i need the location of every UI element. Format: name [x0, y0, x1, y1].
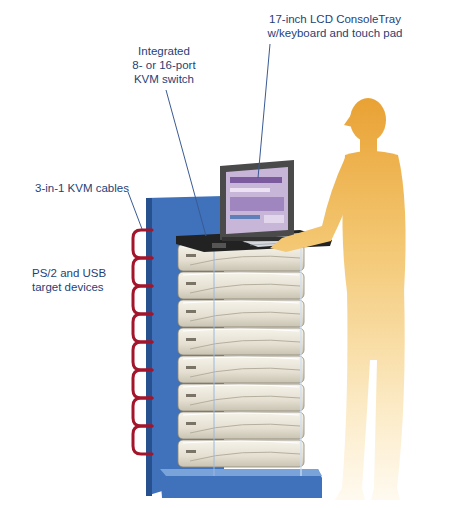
callout-label: 17-inch LCD ConsoleTray w/keyboard and t…	[266, 12, 404, 40]
leader-lines	[128, 44, 270, 236]
rack-base	[160, 469, 322, 498]
touch-pad	[212, 243, 226, 248]
screen-bar	[230, 215, 260, 219]
cable	[133, 342, 152, 370]
person-silhouette	[270, 98, 406, 500]
leader-line	[258, 44, 270, 178]
cable	[133, 398, 152, 426]
screen-bar	[230, 188, 270, 192]
lcd-screen	[226, 167, 288, 234]
lcd-monitor	[220, 160, 294, 240]
person-arm	[270, 158, 359, 252]
callout-label: Integrated 8- or 16-port KVM switch	[132, 44, 196, 86]
cable	[133, 370, 152, 398]
rack-edge	[146, 198, 152, 496]
server-unit	[178, 328, 304, 355]
person-head	[350, 98, 386, 142]
cable	[133, 314, 152, 342]
server-unit	[178, 300, 304, 327]
cable	[133, 286, 152, 314]
screen-bar	[264, 215, 284, 223]
server-unit	[178, 356, 304, 383]
server-unit	[178, 412, 304, 439]
server-unit	[178, 440, 304, 467]
person-nose	[344, 112, 353, 127]
callout-label: PS/2 and USB target devices	[32, 266, 116, 294]
rack-base-top	[160, 469, 322, 476]
server-unit	[178, 384, 304, 411]
screen-window	[230, 197, 284, 211]
server-unit	[178, 272, 304, 299]
rack-post	[300, 232, 301, 476]
screen-bar	[230, 177, 282, 183]
cable	[133, 230, 152, 258]
cable	[133, 258, 152, 286]
person-legs	[335, 288, 405, 500]
cable	[133, 426, 152, 454]
rack-post	[214, 240, 215, 476]
leader-line	[166, 90, 206, 236]
kvm-cables	[133, 230, 152, 454]
callout-label: 3-in-1 KVM cables	[35, 181, 145, 195]
leader-line	[128, 192, 142, 229]
